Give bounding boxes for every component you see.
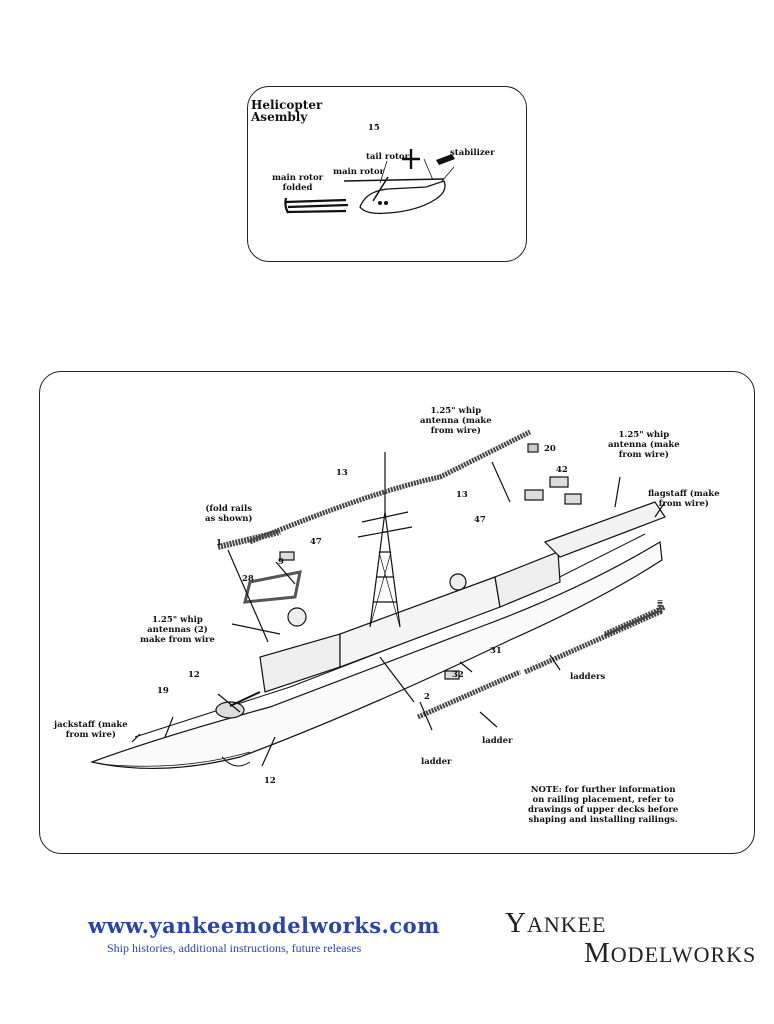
part-20: 20 <box>544 444 556 454</box>
callout-ladder-2: ladder <box>421 757 452 767</box>
part-1: 1 <box>216 538 222 548</box>
logo-yankee: YANKEE <box>505 907 607 939</box>
heli-title-line1: Helicopter <box>251 98 323 112</box>
part-9: 9 <box>278 557 284 567</box>
helicopter-assembly-panel: Helicopter Asembly 15 tail rotor stabili… <box>247 86 527 262</box>
heli-title-line2: Asembly <box>251 110 308 124</box>
part-47a: 47 <box>474 515 486 525</box>
callout-ladders: ladders <box>570 672 606 682</box>
part-19: 19 <box>157 686 169 696</box>
part-12b: 12 <box>264 776 276 786</box>
part-47b: 47 <box>310 537 322 547</box>
label-tail-rotor: tail rotor <box>366 152 410 162</box>
logo-modelworks: MODELWORKS <box>584 937 757 969</box>
callout-ladder-1: ladder <box>482 736 513 746</box>
heli-part-number: 15 <box>368 123 380 133</box>
part-2: 2 <box>424 692 430 702</box>
part-31: 31 <box>490 646 502 656</box>
part-28: 28 <box>242 574 254 584</box>
label-main-rotor-folded: main rotor folded <box>272 173 324 193</box>
part-42: 42 <box>556 465 568 475</box>
part-13a: 13 <box>336 468 348 478</box>
label-main-rotor: main rotor <box>333 167 385 177</box>
part-32: 32 <box>452 670 464 680</box>
website-link[interactable]: www.yankeemodelworks.com <box>88 913 440 938</box>
part-12a: 12 <box>188 670 200 680</box>
ship-drawing <box>89 429 667 769</box>
helicopter-drawing <box>284 149 455 215</box>
footer-tagline: Ship histories, additional instructions,… <box>107 941 362 955</box>
part-13b: 13 <box>456 490 468 500</box>
label-stabilizer: stabilizer <box>450 148 495 158</box>
